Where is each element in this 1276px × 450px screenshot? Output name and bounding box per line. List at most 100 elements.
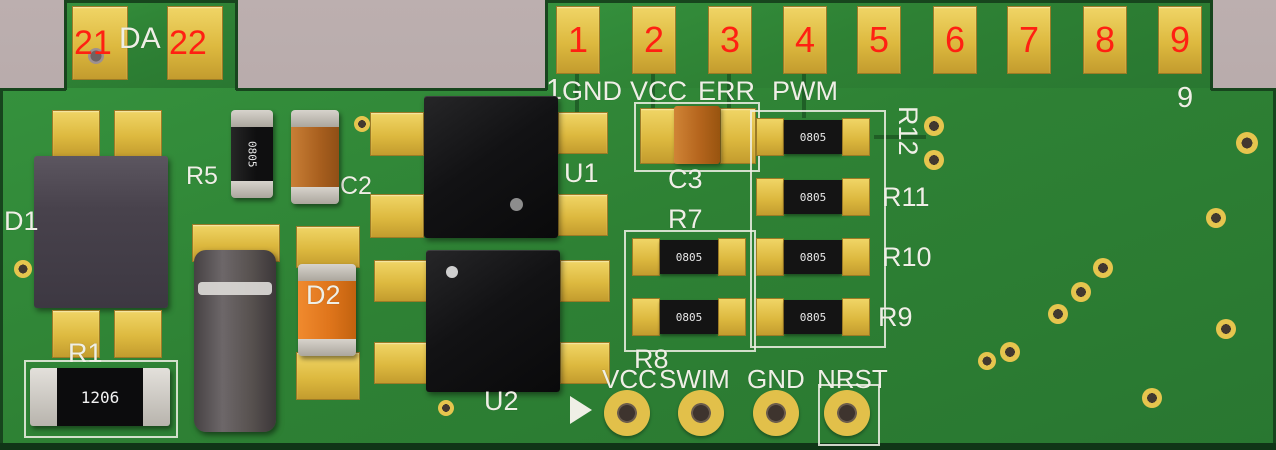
component-terminal: [291, 110, 339, 127]
pad-number-8: 8: [1094, 19, 1116, 60]
copper-trace: [575, 70, 579, 118]
edge-pad-21: [72, 6, 128, 80]
copper-trace: [802, 70, 806, 118]
pad-number-9: 9: [1169, 19, 1191, 60]
via: [354, 116, 370, 132]
via: [1071, 282, 1091, 302]
pad-number-4: 4: [794, 19, 816, 60]
resistor-r10: 0805: [756, 238, 870, 276]
designator-d1: D1: [4, 206, 39, 236]
component-r5-body: 0805: [231, 110, 273, 198]
pin1-dot: [510, 198, 523, 211]
via: [1000, 342, 1020, 362]
silkscreen-label-header-vcc: VCC: [602, 364, 657, 394]
copper-trace: [727, 70, 731, 118]
drill-hole: [88, 48, 104, 64]
silkscreen-outline-r9-r12: [750, 110, 886, 348]
resistor-r9: 0805: [756, 298, 870, 336]
designator-r10: R10: [882, 242, 932, 272]
component-terminal: [298, 264, 356, 281]
pad-number-1: 1: [567, 19, 589, 60]
copper-trace: [651, 70, 655, 118]
designator-c2: C2: [340, 172, 372, 200]
component-terminal: [291, 187, 339, 204]
solder-pad: [756, 118, 784, 156]
solder-pad: [52, 110, 100, 158]
component-r1-body: 1206: [30, 368, 170, 426]
component-marking-0805: 0805: [784, 120, 842, 154]
component-marking-0805: 0805: [784, 240, 842, 274]
resistor-r12: 0805: [756, 118, 870, 156]
pad-number-3: 3: [719, 19, 741, 60]
board-edge: [1210, 0, 1213, 90]
solder-pad: [560, 342, 610, 384]
marking-text: 1206: [80, 387, 120, 407]
component-terminal: [231, 110, 273, 127]
edge-pad-7: 7: [1007, 6, 1051, 74]
diode-body: [298, 281, 356, 339]
solder-pad: [842, 178, 870, 216]
solder-pad: [370, 112, 424, 156]
marking-text: 0805: [799, 250, 827, 264]
via: [1142, 388, 1162, 408]
designator-d2: D2: [306, 280, 341, 310]
component-terminal: [143, 368, 170, 426]
through-hole-pad-vcc: [604, 390, 650, 436]
silkscreen-label-gnd: GND: [562, 76, 622, 106]
via: [1093, 258, 1113, 278]
resistor-r11: 0805: [756, 178, 870, 216]
via: [1206, 208, 1226, 228]
designator-r9: R9: [878, 302, 913, 332]
polarity-stripe: [198, 282, 272, 295]
board-edge: [64, 0, 238, 3]
via: [1216, 319, 1236, 339]
board-edge: [1273, 88, 1276, 446]
solder-pad: [558, 194, 608, 236]
through-hole-pad-gnd: [753, 390, 799, 436]
component-marking-0805: 0805: [784, 180, 842, 214]
board-edge: [0, 88, 66, 91]
solder-pad: [374, 342, 428, 384]
board-edge: [1211, 88, 1276, 91]
pad-number-5: 5: [868, 19, 890, 60]
designator-r7: R7: [668, 204, 703, 234]
marking-text: 0805: [245, 140, 259, 168]
board-edge: [0, 443, 1276, 450]
through-hole-pad-swim: [678, 390, 724, 436]
silkscreen-label-da: DA: [119, 22, 161, 55]
gray-cylinder-component: [194, 250, 276, 432]
solder-pad: [842, 298, 870, 336]
silkscreen-label-pwm: PWM: [772, 76, 838, 106]
pad-number-7: 7: [1018, 19, 1040, 60]
via: [1048, 304, 1068, 324]
pin1-dot: [446, 266, 458, 278]
edge-pad-3: 3: [708, 6, 752, 74]
solder-pad: [640, 108, 676, 164]
component-d2-body: [298, 264, 356, 356]
designator-r1: R1: [68, 338, 103, 368]
component-terminal: [298, 339, 356, 356]
silkscreen-label-vcc: VCC: [630, 76, 688, 106]
via: [924, 150, 944, 170]
edge-pad-1: 1: [556, 6, 600, 74]
pad-number-2: 2: [643, 19, 665, 60]
edge-pad-8: 8: [1083, 6, 1127, 74]
edge-pad-5: 5: [857, 6, 901, 74]
silkscreen-corner-marker-9: 9: [1177, 82, 1194, 114]
solder-pad: [52, 310, 100, 358]
via: [924, 116, 944, 136]
board-edge: [235, 0, 238, 90]
through-hole-pad-nrst: [824, 390, 870, 436]
solder-pad: [560, 260, 610, 302]
marking-text: 0805: [675, 250, 703, 264]
via: [438, 400, 454, 416]
silkscreen-outline-r7-r8: [624, 230, 756, 352]
edge-pad-22: [167, 6, 223, 80]
marking-text: 0805: [799, 190, 827, 204]
designator-r8: R8: [634, 344, 669, 374]
board-edge: [236, 88, 547, 91]
pad-number-21: 21: [74, 24, 112, 62]
pad-number-6: 6: [944, 19, 966, 60]
component-terminal: [231, 181, 273, 198]
